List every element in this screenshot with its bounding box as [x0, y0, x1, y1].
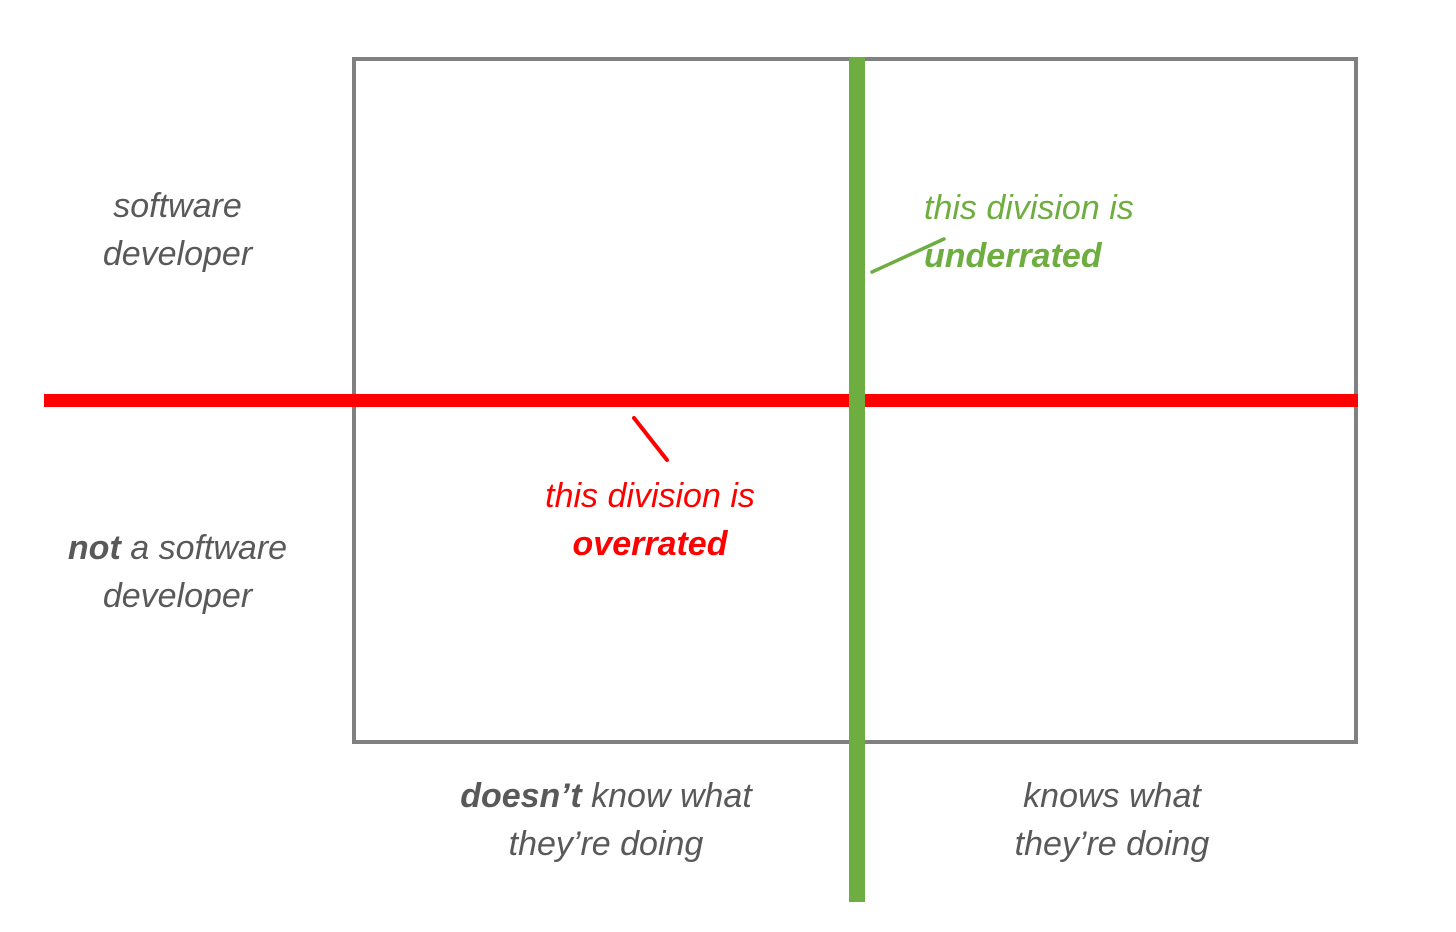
y-axis-bottom-label-rest: a software developer: [102, 529, 288, 616]
y-axis-bottom-label-emphasis: not: [67, 529, 121, 567]
underrated-annotation-line-1: this division is: [924, 189, 1134, 227]
overrated-annotation: this division is overrated: [440, 472, 860, 569]
y-axis-bottom-label: not a software developer: [20, 524, 335, 621]
underrated-annotation: this division is underrated: [924, 184, 1344, 281]
underrated-annotation-line-2: underrated: [924, 237, 1102, 276]
x-axis-left-label: doesn’t know what they’re doing: [360, 772, 852, 869]
x-axis-left-label-emphasis: doesn’t: [460, 777, 582, 815]
x-axis-left-label-rest: know what they’re doing: [508, 777, 752, 864]
x-axis-right-label: knows what they’re doing: [1014, 777, 1210, 864]
overrated-annotation-line-2: overrated: [572, 525, 728, 564]
y-axis-top-label: software developer: [102, 187, 253, 274]
overrated-annotation-line-1: this division is: [545, 477, 755, 515]
vertical-divider-line: [849, 57, 865, 902]
horizontal-divider-line: [44, 394, 1358, 407]
